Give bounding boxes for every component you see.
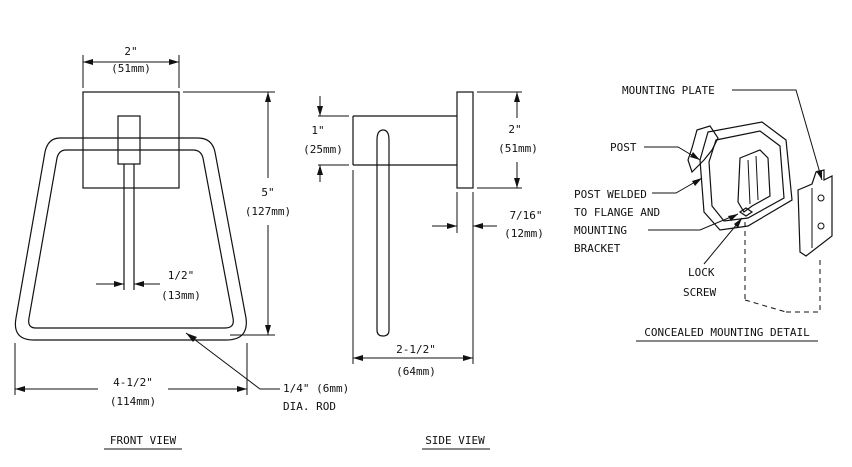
detail-flange [699,121,793,231]
side-dim-flange-mm: (51mm) [498,142,538,155]
front-dim-post-in: 1/2" [168,269,195,282]
front-view: 2" (51mm) 5" (127mm) 1/2" (13mm) 4-1/2" … [14,45,349,450]
detail-lock-screw [738,207,754,217]
detail-label-welded-3: MOUNTING [574,224,627,237]
detail-plate-hole-lower [817,222,825,230]
detail-label-welded-2: TO FLANGE AND [574,206,660,219]
front-dim-height-mm: (127mm) [245,205,291,218]
detail-label-lock-2: SCREW [683,286,716,299]
front-rod-line2: DIA. ROD [283,400,336,413]
towel-ring-inner [28,149,234,329]
side-ring-rod [376,129,390,337]
front-dim-flange-in: 2" [124,45,137,58]
side-dim-projection-mm: (64mm) [396,365,436,378]
front-flange [82,91,180,189]
front-post-block [117,115,141,165]
detail-bracket [737,149,771,213]
front-dim-flange-mm: (51mm) [111,62,151,75]
detail-label-post: POST [610,141,637,154]
side-dim-offset-in: 1" [311,124,324,137]
detail-label-lock-1: LOCK [688,266,715,279]
side-view: 1" (25mm) 2" (51mm) 7/16" (12mm) 2-1/2" … [303,91,544,450]
detail-plate-hole-upper [817,194,825,202]
front-dim-overall-in: 4-1/2" [113,376,153,389]
side-dim-offset-mm: (25mm) [303,143,343,156]
front-dim-post-mm: (13mm) [161,289,201,302]
front-view-title: FRONT VIEW [110,434,177,447]
side-dim-projection-in: 2-1/2" [396,343,436,356]
towel-ring-outer [14,137,247,341]
front-dim-height-in: 5" [261,186,274,199]
detail-mounting-plate [797,169,833,257]
concealed-mounting-detail: MOUNTING PLATE POST POST WELDED TO FLANG… [574,84,833,342]
front-dim-overall-mm: (114mm) [110,395,156,408]
side-dim-thickness-mm: (12mm) [504,227,544,240]
detail-label-mounting-plate: MOUNTING PLATE [622,84,715,97]
detail-title: CONCEALED MOUNTING DETAIL [644,326,810,339]
detail-label-welded-4: BRACKET [574,242,621,255]
side-dim-thickness-in: 7/16" [509,209,542,222]
side-flange [456,91,474,189]
front-rod-line1: 1/4" (6mm) [283,382,349,395]
detail-post-stub [687,125,719,174]
side-dim-flange-in: 2" [508,123,521,136]
side-view-title: SIDE VIEW [425,434,485,447]
detail-label-welded-1: POST WELDED [574,188,647,201]
